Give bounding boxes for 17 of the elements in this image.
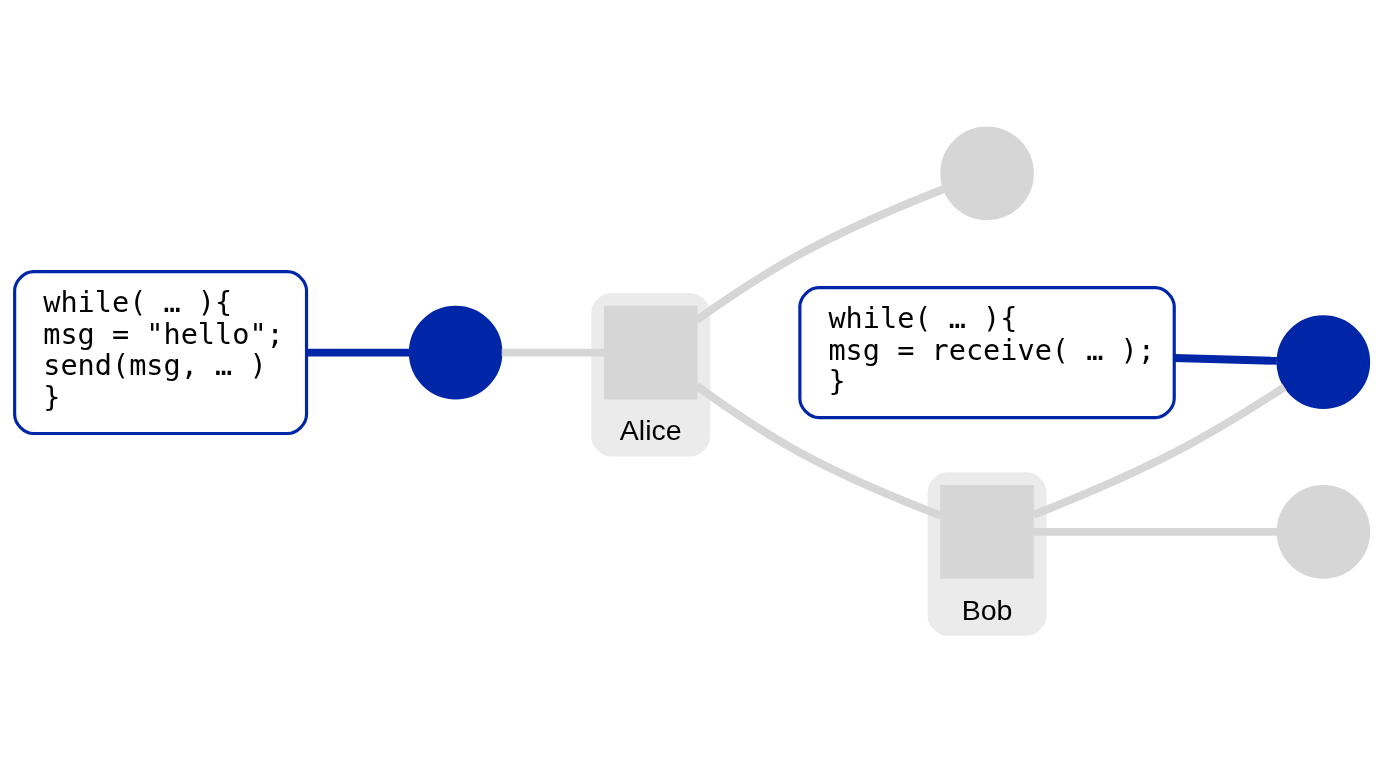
node-circle (1276, 484, 1371, 579)
node-box: while( … ){ msg = receive( … ); } (798, 285, 1176, 419)
node-circle (940, 126, 1034, 220)
node-label: Bob (961, 593, 1013, 626)
connector (694, 185, 945, 323)
node-box: while( … ){ msg = "hello"; send(msg, … ) } (13, 269, 309, 435)
connector (501, 348, 605, 357)
cluster (927, 471, 1047, 636)
connector (306, 348, 410, 357)
node-circle (1276, 314, 1371, 409)
connector (1174, 353, 1277, 365)
connector (1033, 527, 1277, 536)
cluster (591, 292, 711, 456)
node-label: Alice (619, 413, 682, 446)
connector (1032, 383, 1287, 518)
node-circle (408, 305, 503, 399)
connector (694, 382, 943, 519)
